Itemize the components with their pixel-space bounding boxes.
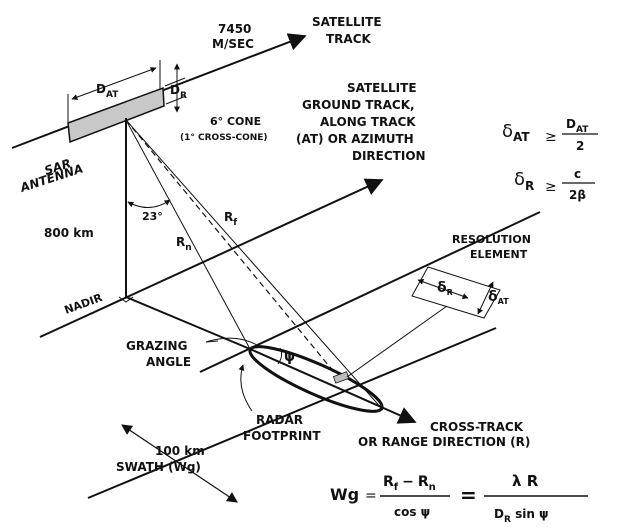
ground-track-label-4: (AT) OR AZIMUTH <box>296 132 414 146</box>
formula-range-resolution: δR ≥ c 2β <box>514 167 595 202</box>
delta-at-label: δAT <box>488 289 509 306</box>
swath-label-1: 100 km <box>155 444 205 458</box>
ground-track-label-1: SATELLITE <box>347 81 417 95</box>
svg-text:Wg: Wg <box>330 485 359 504</box>
svg-text:=: = <box>365 488 377 504</box>
formula-swath-width: Wg = Rf−Rn cos ψ = λ R DR sin ψ <box>330 472 588 525</box>
swath-label-2: SWATH (Wg) <box>116 460 201 474</box>
d-at-dimension-arrow <box>71 67 157 100</box>
svg-text:2: 2 <box>576 139 584 153</box>
svg-text:δAT: δAT <box>502 121 530 144</box>
grazing-label-1: GRAZING <box>126 339 187 353</box>
ground-track-label-5: DIRECTION <box>352 149 426 163</box>
delta-r-label: δR <box>437 280 453 297</box>
satellite-track-label-2: TRACK <box>326 32 372 46</box>
resolution-element-leader <box>346 305 448 378</box>
svg-text:≥: ≥ <box>545 179 557 195</box>
far-range-beam <box>125 119 384 411</box>
near-range-label: Rn <box>176 235 192 253</box>
ground-track-label-3: ALONG TRACK <box>320 115 416 129</box>
resolution-cell <box>332 371 350 384</box>
far-range-label: Rf <box>224 210 237 228</box>
resolution-label-2: ELEMENT <box>470 248 528 261</box>
altitude-label: 800 km <box>44 226 94 240</box>
cone-label-2: (1° CROSS-CONE) <box>180 133 268 143</box>
svg-text:c: c <box>574 167 581 181</box>
svg-text:DAT: DAT <box>566 117 589 135</box>
resolution-element-box <box>411 266 501 319</box>
footprint-label-1: RADAR <box>256 413 303 427</box>
d-at-label: DAT <box>96 82 119 100</box>
svg-text:Rf−Rn: Rf−Rn <box>383 474 436 493</box>
velocity-unit: M/SEC <box>212 37 254 51</box>
swath-dimension-arrow <box>121 424 238 503</box>
nadir-to-footprint-line <box>125 296 251 350</box>
psi-label: ψ <box>284 349 295 365</box>
cone-label-1: 6° CONE <box>210 115 261 128</box>
svg-text:=: = <box>460 483 477 507</box>
ground-track-line <box>39 178 384 338</box>
velocity-value: 7450 <box>218 22 251 36</box>
look-angle-arc <box>127 199 171 208</box>
beam-center-dashed <box>125 119 335 373</box>
svg-text:≥: ≥ <box>545 129 557 145</box>
ground-track-label-2: GROUND TRACK, <box>302 98 415 112</box>
nadir-label: NADIR <box>63 291 105 317</box>
formula-azimuth-resolution: δAT ≥ DAT 2 <box>502 117 598 153</box>
near-range-beam <box>125 119 251 350</box>
cross-track-label-1: CROSS-TRACK <box>430 420 524 434</box>
svg-text:λ R: λ R <box>512 472 539 490</box>
footprint-leader <box>238 364 253 412</box>
svg-text:δR: δR <box>514 169 534 193</box>
svg-text:DR sin ψ: DR sin ψ <box>494 507 549 525</box>
look-angle-label: 23° <box>142 210 163 223</box>
grazing-label-2: ANGLE <box>146 355 191 369</box>
grazing-angle-arc <box>205 337 263 349</box>
delta-at-dim-arrow <box>477 281 494 315</box>
satellite-track-label-1: SATELLITE <box>312 15 382 29</box>
svg-text:cos ψ: cos ψ <box>394 505 430 519</box>
d-r-label: DR <box>170 83 187 101</box>
grazing-leader <box>205 340 219 343</box>
radar-footprint-ellipse <box>248 345 384 413</box>
svg-text:2β: 2β <box>569 188 586 202</box>
footprint-label-2: FOOTPRINT <box>243 429 321 443</box>
delta-r-dim-arrow <box>417 279 469 299</box>
psi-angle-arc <box>277 347 283 365</box>
resolution-label-1: RESOLUTION <box>452 233 531 246</box>
cross-track-label-2: OR RANGE DIRECTION (R) <box>358 435 530 449</box>
cross-track-range-line <box>249 348 417 424</box>
